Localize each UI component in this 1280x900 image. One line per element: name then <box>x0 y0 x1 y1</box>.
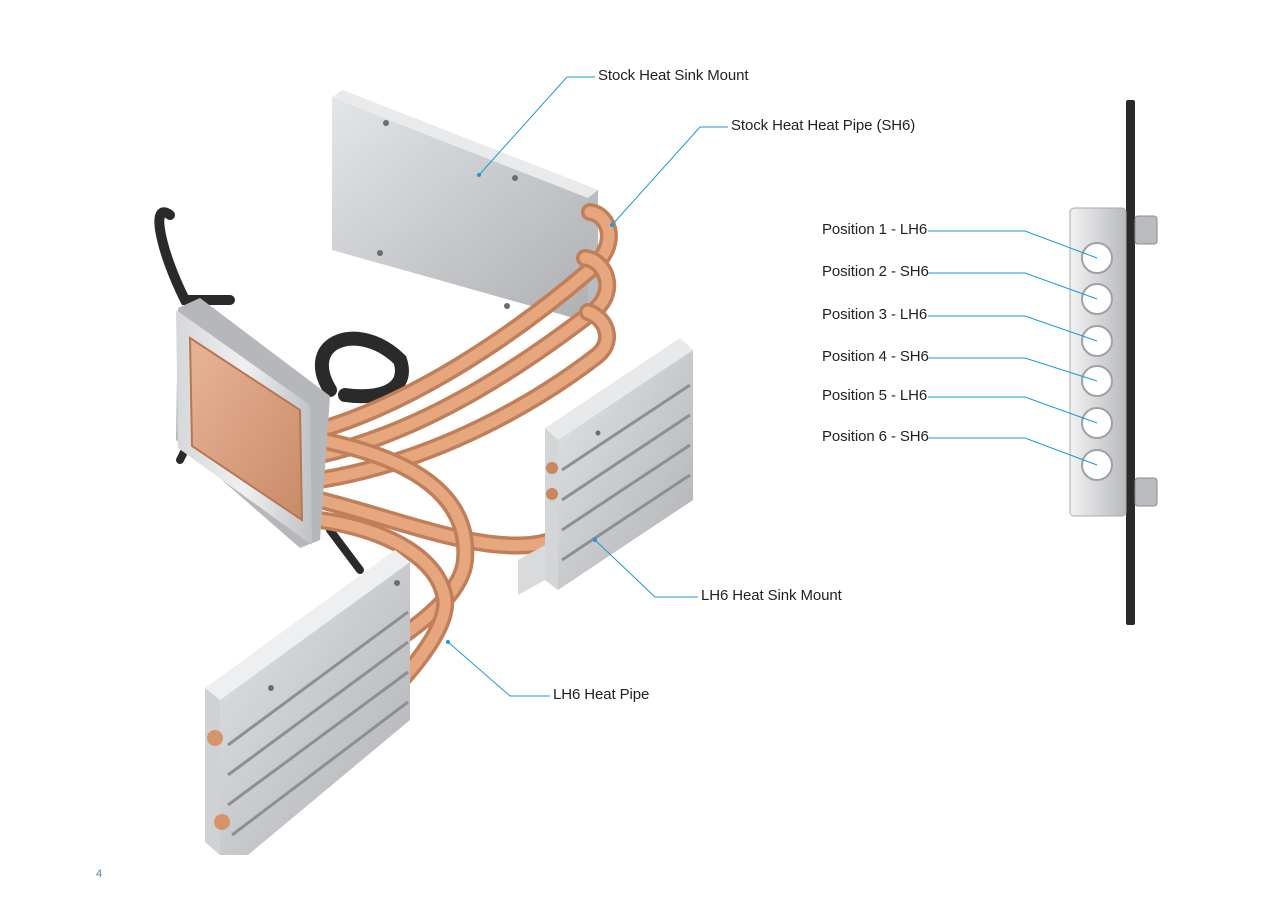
label-stock-heat-pipe: Stock Heat Heat Pipe (SH6) <box>731 117 916 134</box>
leader-position-1 <box>928 230 1098 259</box>
leader-position-6 <box>928 437 1098 466</box>
label-lh6-heat-pipe: LH6 Heat Pipe <box>553 686 650 703</box>
leader-lines <box>446 76 1098 697</box>
leader-position-3 <box>928 315 1098 342</box>
lh6-heat-sink-mount <box>518 338 693 595</box>
leader-lh6-heat-pipe <box>447 641 550 697</box>
label-position-2: Position 2 - SH6 <box>822 263 929 280</box>
lh6-bottom-heat-sink <box>205 550 410 855</box>
label-position-4: Position 4 - SH6 <box>822 348 929 365</box>
leader-stock-heat-sink-mount <box>478 76 595 176</box>
side-view-bracket <box>1069 100 1158 625</box>
label-position-5: Position 5 - LH6 <box>822 387 928 404</box>
label-position-3: Position 3 - LH6 <box>822 306 928 323</box>
leader-position-2 <box>928 272 1098 300</box>
label-position-1: Position 1 - LH6 <box>822 221 928 238</box>
leader-stock-heat-pipe <box>611 126 728 226</box>
leader-position-4 <box>928 357 1098 382</box>
label-position-6: Position 6 - SH6 <box>822 428 929 445</box>
leader-lh6-heat-sink-mount <box>594 539 698 598</box>
stock-heat-sink-mount <box>332 90 598 322</box>
leader-position-5 <box>928 396 1098 424</box>
label-lh6-heat-sink-mount: LH6 Heat Sink Mount <box>701 587 842 604</box>
page-number: 4 <box>96 868 103 880</box>
label-stock-heat-sink-mount: Stock Heat Sink Mount <box>598 67 749 84</box>
cold-plate-block <box>176 298 330 548</box>
